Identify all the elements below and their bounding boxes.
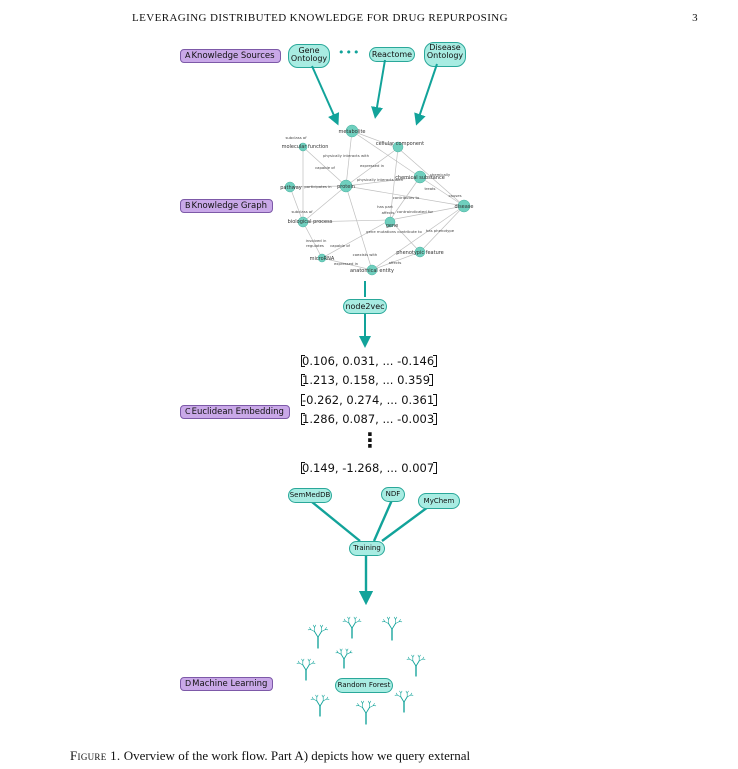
stage-label-a: AKnowledge Sources: [180, 49, 281, 63]
edge-label: contributes to: [393, 195, 420, 200]
embedding-row: 1.286, 0.087, ... -0.003: [300, 412, 438, 426]
node-phenotypic-feature: [414, 246, 426, 258]
running-header: LEVERAGING DISTRIBUTED KNOWLEDGE FOR DRU…: [132, 12, 698, 24]
stage-letter: A: [185, 51, 191, 60]
edge-label: affects: [382, 210, 395, 215]
stage-label-d: DMachine Learning: [180, 677, 274, 691]
label-protein: protein: [337, 184, 355, 190]
header-title: LEVERAGING DISTRIBUTED KNOWLEDGE FOR DRU…: [132, 12, 508, 24]
edge-label: physically interacts with: [357, 177, 404, 182]
edge-label: contraindicated for: [397, 209, 434, 214]
caption-text: Overview of the work flow. Part A) depic…: [123, 748, 471, 763]
source-disease-ontology: Disease Ontology: [424, 42, 466, 67]
edge-label: subclass of: [291, 209, 313, 214]
figure-caption: Figure 1. Overview of the work flow. Par…: [70, 748, 470, 764]
stage-letter: B: [185, 201, 191, 210]
node-microrna: [317, 253, 327, 263]
source-reactome: Reactome: [369, 47, 415, 62]
random-forest-box: Random Forest: [335, 678, 393, 693]
node2vec-box: node2vec: [343, 299, 387, 314]
embedding-vdots: ⋮: [360, 428, 380, 452]
arrow-reactome: [371, 59, 386, 119]
edge-label: expressed in: [334, 261, 359, 266]
node-biological-process: [297, 216, 309, 228]
node-molecular-function: [298, 142, 308, 152]
label-pathway: pathway: [280, 185, 302, 191]
embedding-row: -0.262, 0.274, ... 0.361: [300, 393, 438, 407]
node-disease: [457, 199, 471, 213]
edge-label: participates in: [304, 184, 332, 189]
node-anatomical-entity: [366, 264, 378, 276]
edge-label: coexists with: [353, 252, 378, 257]
edge-label: physically interacts with: [323, 153, 370, 158]
random-forest-trees: [296, 616, 426, 725]
arrow-disease-ontology: [414, 63, 438, 126]
edge-label: affects: [389, 260, 402, 265]
label-microrna: microRNA: [310, 256, 335, 262]
label-molecular-function: molecular function: [282, 144, 329, 150]
node-pathway: [284, 181, 296, 193]
edge-label: gene mutations contribute to: [366, 229, 422, 234]
label-metabolite: metabolite: [338, 129, 365, 135]
label-disease: disease: [455, 204, 474, 210]
label-biological-process: biological process: [288, 219, 333, 225]
stage-letter: C: [185, 407, 191, 416]
label-cellular-component: cellular component: [376, 141, 424, 147]
stage-text: Machine Learning: [192, 679, 268, 689]
connector-mychem: [381, 506, 429, 542]
stage-text: Knowledge Sources: [191, 51, 275, 61]
graph-edges: [289, 130, 465, 271]
embedding-row: 0.106, 0.031, ... -0.146: [300, 354, 438, 368]
embedding-row: 1.213, 0.158, ... 0.359: [300, 373, 434, 387]
node-protein: [339, 179, 353, 193]
edge-label: expressed in: [360, 163, 385, 168]
stage-letter: D: [185, 679, 192, 688]
edge-label: capable of: [315, 165, 335, 170]
edge-label: capable of: [330, 243, 350, 248]
page-number: 3: [692, 12, 698, 24]
edge-label: treats: [424, 186, 435, 191]
label-chemical-substance: chemical substance: [395, 175, 445, 181]
graph-node-circles: [284, 124, 471, 276]
source-mychem: MyChem: [418, 493, 460, 509]
node-metabolite: [345, 124, 359, 138]
sources-ellipsis: •••: [338, 46, 361, 59]
edge-label: chemically: [430, 172, 451, 177]
node-gene: [384, 216, 396, 228]
node-cellular-component: [392, 141, 404, 153]
stage-label-b: BKnowledge Graph: [180, 199, 273, 213]
stage-text: Euclidean Embedding: [191, 407, 284, 417]
training-box: Training: [349, 541, 385, 556]
label-anatomical-entity: anatomical entity: [350, 268, 394, 274]
edge-label: causes: [448, 193, 461, 198]
stage-text: Knowledge Graph: [191, 201, 268, 211]
edge-label: regulates: [306, 243, 324, 248]
source-ndf: NDF: [381, 487, 405, 502]
source-gene-ontology: Gene Ontology: [288, 44, 330, 68]
edge-label: subclass of: [285, 135, 307, 140]
edge-label: involved in: [306, 238, 327, 243]
stage-label-c: CEuclidean Embedding: [180, 405, 290, 419]
connector-semmeddb: [311, 501, 361, 542]
node-chemical-substance: [413, 170, 427, 184]
arrow-gene-ontology: [311, 65, 340, 126]
label-gene: gene: [386, 223, 399, 229]
edge-label: has phenotype: [426, 228, 455, 233]
figure-number: Figure 1.: [70, 748, 121, 763]
label-phenotypic-feature: phenotypic feature: [396, 250, 444, 256]
source-semmeddb: SemMedDB: [288, 488, 332, 503]
edge-label: has part: [377, 204, 393, 209]
embedding-row-last: 0.149, -1.268, ... 0.007: [300, 461, 438, 475]
connector-ndf: [372, 499, 394, 542]
